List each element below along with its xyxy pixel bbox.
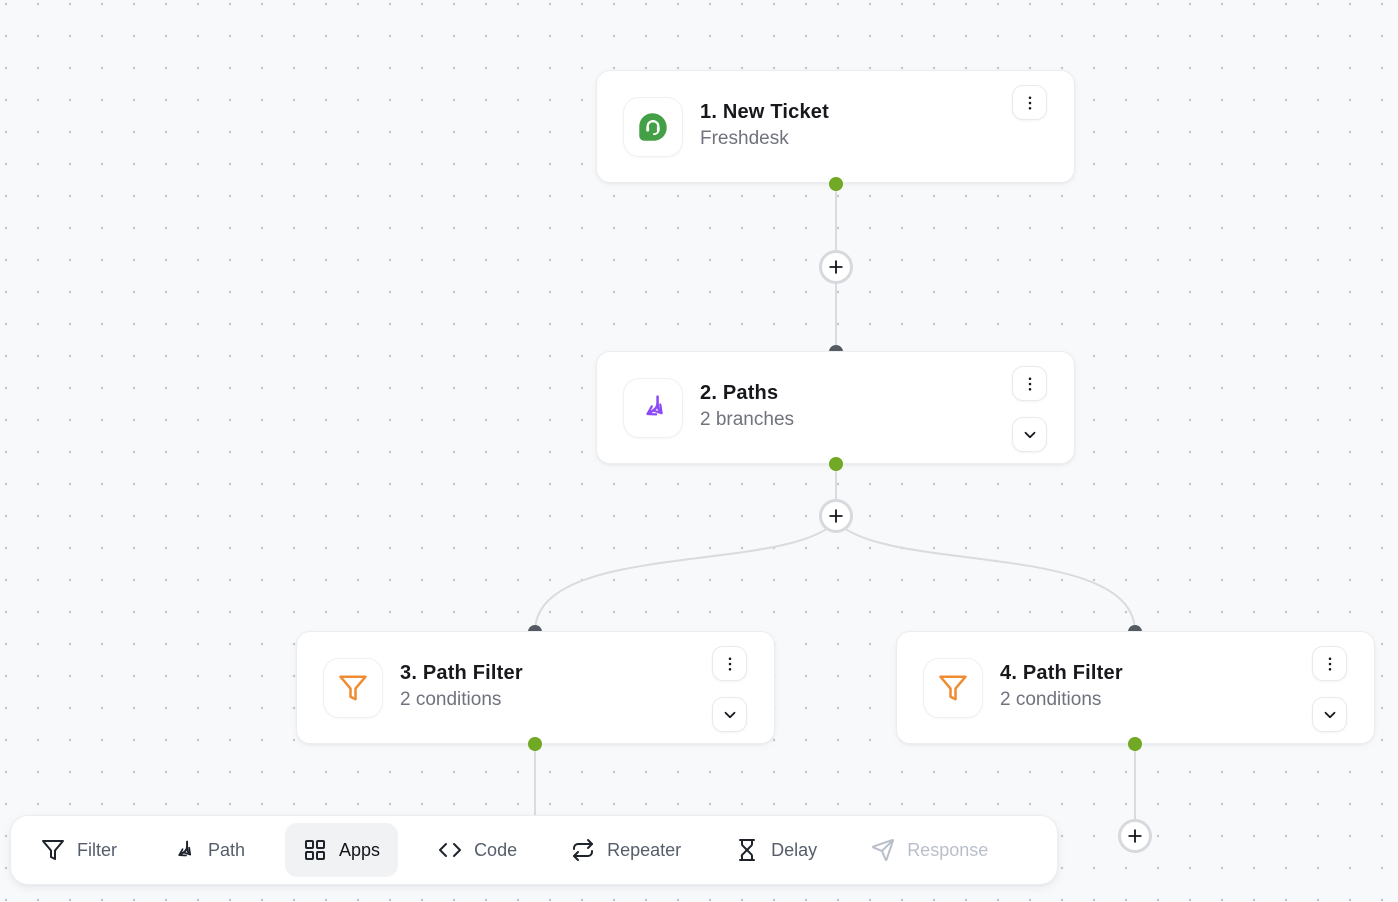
node-expand-button[interactable] <box>1012 417 1047 452</box>
toolbar-delay-button[interactable]: Delay <box>735 838 817 862</box>
toolbar-item-label: Filter <box>77 839 117 860</box>
output-port <box>829 457 843 471</box>
node-title: 2. Paths <box>700 382 779 404</box>
node-card-path-filter-3[interactable]: 3. Path Filter 2 conditions <box>296 631 775 744</box>
toolbar-item-label: Path <box>208 839 246 860</box>
plus-icon <box>826 506 846 526</box>
kebab-menu-icon <box>1321 655 1339 673</box>
delay-hourglass-icon <box>735 838 759 862</box>
node-menu-button[interactable] <box>712 646 747 681</box>
toolbar-item-label: Response <box>907 839 989 860</box>
node-title: 4. Path Filter <box>1000 662 1123 684</box>
toolbar-code-button[interactable]: Code <box>438 838 517 862</box>
toolbar-filter-button[interactable]: Filter <box>41 838 117 862</box>
step-type-toolbar: Filter Path Apps Code <box>10 815 1058 885</box>
output-port <box>528 737 542 751</box>
chevron-down-icon <box>1021 426 1039 444</box>
node-card-new-ticket[interactable]: 1. New Ticket Freshdesk <box>596 70 1075 183</box>
node-menu-button[interactable] <box>1312 646 1347 681</box>
freshdesk-icon <box>623 96 683 157</box>
output-port <box>829 177 843 191</box>
plus-icon <box>826 257 846 277</box>
toolbar-item-label: Apps <box>339 839 381 860</box>
chevron-down-icon <box>1321 706 1339 724</box>
toolbar-item-label: Repeater <box>607 839 682 860</box>
funnel-icon <box>323 657 383 718</box>
apps-grid-icon <box>303 838 327 862</box>
node-card-path-filter-4[interactable]: 4. Path Filter 2 conditions <box>896 631 1375 744</box>
node-title: 1. New Ticket <box>700 101 829 123</box>
node-title: 3. Path Filter <box>400 662 523 684</box>
toolbar-path-button[interactable]: Path <box>171 838 245 863</box>
node-subtitle: 2 conditions <box>1000 689 1102 710</box>
add-step-button[interactable] <box>1118 819 1152 853</box>
node-subtitle: 2 conditions <box>400 689 502 710</box>
plus-icon <box>1125 826 1145 846</box>
node-card-paths[interactable]: 2. Paths 2 branches <box>596 351 1075 464</box>
node-subtitle: 2 branches <box>700 409 795 430</box>
path-split-icon <box>171 838 196 863</box>
toolbar-item-label: Code <box>474 839 518 860</box>
toolbar-repeater-button[interactable]: Repeater <box>571 838 681 862</box>
chevron-down-icon <box>721 706 739 724</box>
node-subtitle: Freshdesk <box>700 128 789 149</box>
node-menu-button[interactable] <box>1012 85 1047 120</box>
response-send-icon <box>871 838 895 862</box>
toolbar-apps-button[interactable]: Apps <box>285 823 399 877</box>
kebab-menu-icon <box>721 655 739 673</box>
kebab-menu-icon <box>1021 375 1039 393</box>
toolbar-response-button[interactable]: Response <box>871 838 988 862</box>
output-port <box>1128 737 1142 751</box>
node-menu-button[interactable] <box>1012 366 1047 401</box>
paths-split-icon <box>623 377 683 438</box>
funnel-icon <box>923 657 983 718</box>
node-expand-button[interactable] <box>1312 697 1347 732</box>
kebab-menu-icon <box>1021 94 1039 112</box>
node-expand-button[interactable] <box>712 697 747 732</box>
filter-icon <box>41 838 65 862</box>
add-step-button[interactable] <box>819 499 853 533</box>
code-icon <box>438 838 462 862</box>
toolbar-item-label: Delay <box>771 839 818 860</box>
repeater-loop-icon <box>571 838 595 862</box>
add-step-button[interactable] <box>819 250 853 284</box>
